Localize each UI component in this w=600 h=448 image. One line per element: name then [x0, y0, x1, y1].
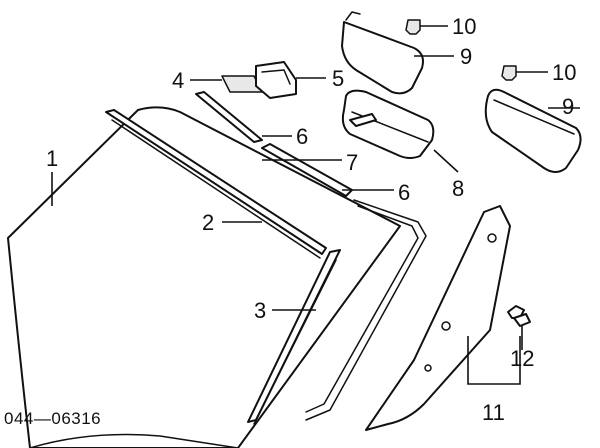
upper-molding — [105, 109, 327, 259]
callout-11: 11 — [482, 400, 505, 425]
callout-3: 3 — [254, 298, 266, 323]
a-pillar-trim — [365, 205, 511, 431]
callout-6-upper: 6 — [296, 124, 308, 149]
trim-clip-fastener — [507, 305, 531, 327]
callout-12: 12 — [510, 346, 534, 371]
callout-9-lower: 9 — [562, 94, 574, 119]
callout-10-upper: 10 — [452, 14, 476, 39]
callout-10-lower: 10 — [552, 60, 576, 85]
sun-visor-right — [484, 88, 582, 173]
rear-view-mirror — [341, 89, 435, 159]
leader-lines — [51, 25, 580, 385]
visor-clip-lower — [501, 65, 517, 81]
callout-2: 2 — [202, 210, 214, 235]
callout-7: 7 — [346, 150, 358, 175]
weatherstrip-upper — [195, 91, 263, 143]
side-molding-strip — [247, 249, 341, 425]
weatherstrip-side — [305, 199, 427, 421]
drawing-code: 044—06316 — [4, 409, 101, 428]
clip-bracket — [255, 61, 297, 99]
callout-9-upper: 9 — [460, 44, 472, 69]
callout-8: 8 — [452, 176, 464, 201]
visor-clip-upper — [405, 19, 421, 35]
callout-1: 1 — [46, 146, 58, 171]
callout-6-lower: 6 — [398, 180, 410, 205]
callout-4: 4 — [172, 68, 184, 93]
callout-labels: 1 2 3 4 5 6 6 7 8 9 9 10 10 11 12 044—06… — [4, 14, 576, 428]
windshield-glass — [7, 106, 401, 448]
callout-5: 5 — [332, 66, 344, 91]
